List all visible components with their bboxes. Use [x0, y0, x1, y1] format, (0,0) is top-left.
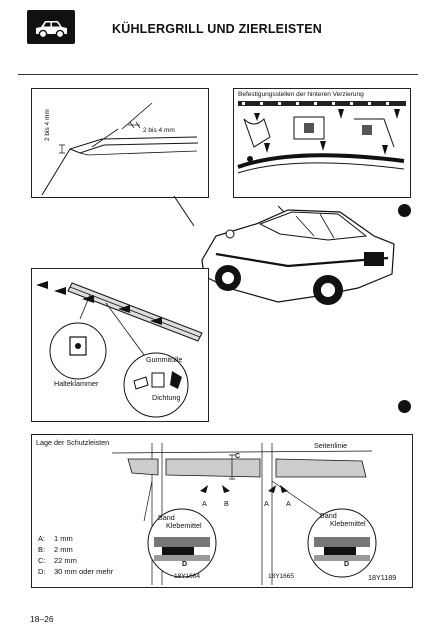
marker-dot-lower — [398, 400, 411, 413]
clips-panel: Halteklammer Gummitülle Dichtung — [31, 268, 209, 422]
gap-horizontal-label: 2 bis 4 mm — [143, 127, 175, 134]
strips-caption: Lage der Schutzleisten — [36, 438, 110, 447]
rear-trim-panel: Befestigungsstellen der hinteren Verzier… — [233, 88, 411, 198]
legend-row: C:22 mm — [38, 556, 77, 565]
side-line-label: Seitenlinie — [314, 441, 348, 450]
rear-trim-caption: Befestigungsstellen der hinteren Verzier… — [238, 91, 364, 98]
rear-trim-drawing — [237, 101, 406, 174]
gap-detail-panel: 2 bis 4 mm 2 bis 4 mm — [31, 88, 209, 198]
letter-b-left: B — [224, 499, 229, 508]
strips-drawing — [111, 443, 377, 585]
left-tape-label: Klebemittel — [166, 521, 202, 530]
dimension-legend: A:1 mm B:2 mm C:22 mm D:30 mm oder mehr — [38, 533, 113, 577]
car-illustration — [168, 195, 408, 314]
page-number: 18–26 — [30, 614, 54, 624]
letter-a-right-2: A — [286, 499, 291, 508]
legend-row: A:1 mm — [38, 534, 73, 543]
legend-row: B:2 mm — [38, 545, 73, 554]
left-dim-d: D — [182, 561, 188, 568]
dim-c-label: C — [235, 453, 241, 460]
seal-label: Dichtung — [152, 393, 181, 402]
page-title: KÜHLERGRILL UND ZIERLEISTEN — [112, 22, 323, 36]
clamp-label: Halteklammer — [54, 379, 99, 388]
gap-detail-drawing — [41, 102, 199, 196]
right-dim-d: D — [344, 561, 350, 568]
right-inset-code: 18Y1665 — [268, 573, 295, 580]
clips-drawing — [36, 281, 203, 418]
car-icon — [27, 10, 75, 44]
letter-a-right-1: A — [264, 499, 269, 508]
right-tape-label: Klebemittel — [330, 519, 366, 528]
header-rule — [18, 74, 418, 75]
legend-row: D:30 mm oder mehr — [38, 567, 114, 576]
strips-panel: Lage der Schutzleisten Seitenlinie C A B… — [31, 434, 413, 588]
left-inset-code: 18Y1664 — [174, 573, 201, 580]
letter-a-left: A — [202, 499, 207, 508]
marker-dot-upper — [398, 204, 411, 217]
grommet-label: Gummitülle — [146, 355, 183, 364]
figure-code: 18Y1189 — [368, 573, 397, 582]
right-band-label: Band — [320, 511, 337, 520]
left-band-label: Band — [158, 513, 175, 522]
gap-vertical-label: 2 bis 4 mm — [44, 109, 51, 141]
